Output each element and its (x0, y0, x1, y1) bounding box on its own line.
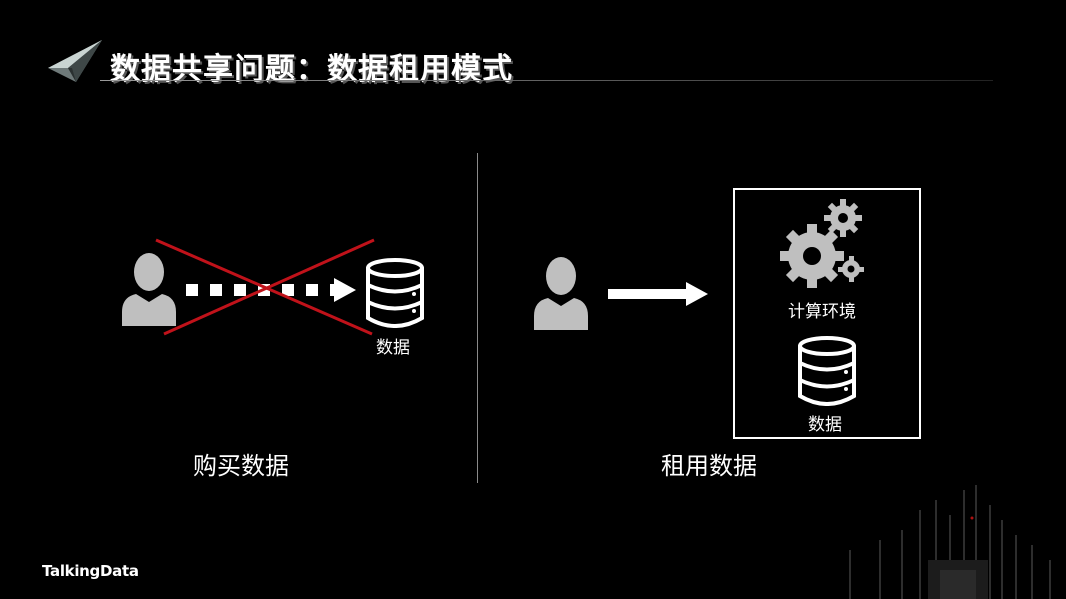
solid-arrow (608, 282, 708, 306)
slide-title: 数据共享问题：数据租用模式 (110, 52, 513, 87)
right-database-icon (798, 336, 856, 406)
left-data-label: 数据 (376, 338, 410, 358)
decorative-skyline (849, 485, 1051, 599)
left-database-icon (366, 258, 424, 328)
right-caption: 租用数据 (661, 452, 757, 480)
red-cross-mark (155, 238, 375, 336)
brand-logo-text: TalkingData (42, 562, 139, 580)
compute-environment-label: 计算环境 (788, 302, 856, 322)
left-caption: 购买数据 (193, 452, 289, 480)
right-person-icon (534, 257, 588, 330)
paper-plane-logo-icon (48, 40, 102, 82)
title-underline (100, 80, 993, 81)
center-divider (477, 153, 478, 483)
right-data-label: 数据 (808, 415, 842, 435)
person-icon (122, 253, 176, 326)
compute-environment-box (733, 188, 921, 439)
gears-icon (780, 199, 864, 288)
